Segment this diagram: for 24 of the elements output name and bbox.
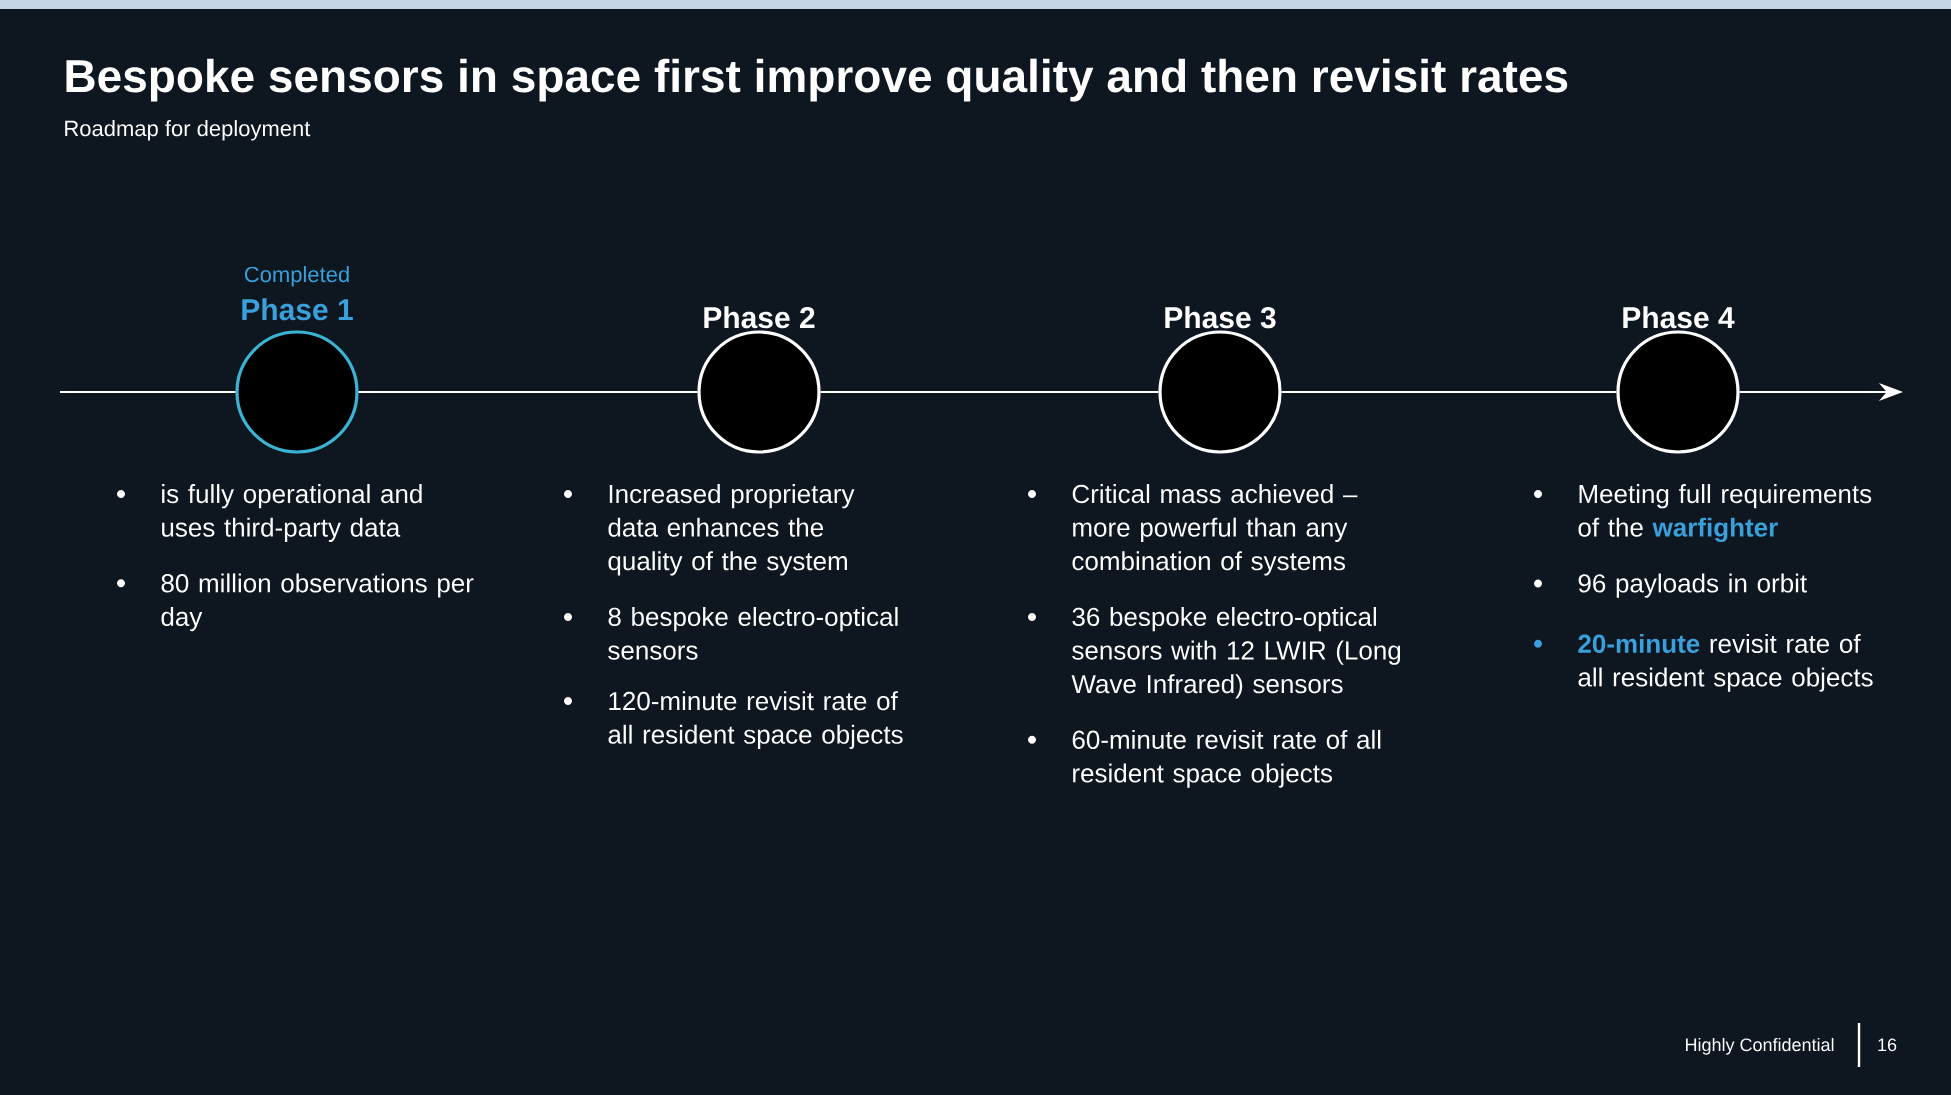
subtitle: Roadmap for deployment bbox=[65, 120, 311, 141]
timeline-line bbox=[1280, 391, 1618, 393]
timeline-line bbox=[357, 391, 699, 393]
phase-heading: Phase 3 bbox=[1165, 306, 1276, 329]
title: Bespoke sensors in space first improve quality and then revisit rates bbox=[66, 58, 1568, 102]
bullet-text: 36 bespoke electro-optical sensors with 12 LWIR (Long Wave Infrared) sensors bbox=[1071, 607, 1401, 699]
timeline-line bbox=[819, 391, 1160, 393]
bullet-text: Increased proprietary data enhances the quality of the system bbox=[608, 484, 855, 576]
bullet-text: 80 million observations per day bbox=[161, 573, 474, 632]
phase-heading: Phase 1 bbox=[242, 298, 353, 321]
page-number: 16 bbox=[1878, 1038, 1897, 1052]
bullet-text: 60-minute revisit rate of all resident space objects bbox=[1072, 729, 1381, 788]
confidentiality-note: Highly Confidential bbox=[1686, 1037, 1834, 1055]
bullet-text: is fully operational and uses third-party data bbox=[162, 484, 422, 542]
bullet-text: Critical mass achieved – more powerful than any combination of systems bbox=[1072, 484, 1358, 576]
phase-heading: Phase 4 bbox=[1623, 306, 1735, 329]
timeline-line bbox=[59, 391, 237, 393]
bullet-text: 96 payloads in orbit bbox=[1578, 573, 1807, 598]
status-label: Completed bbox=[244, 266, 349, 287]
bullet-text: 20-minute revisit rate of all resident space objects bbox=[1578, 633, 1873, 692]
bullet-text: Meeting full requirements of the warfighter bbox=[1578, 484, 1872, 543]
bullet-text: 120-minute revisit rate of all resident space objects bbox=[608, 691, 903, 749]
bullet-text: 8 bespoke electro-optical sensors bbox=[608, 607, 898, 660]
phase-heading: Phase 2 bbox=[704, 306, 815, 329]
